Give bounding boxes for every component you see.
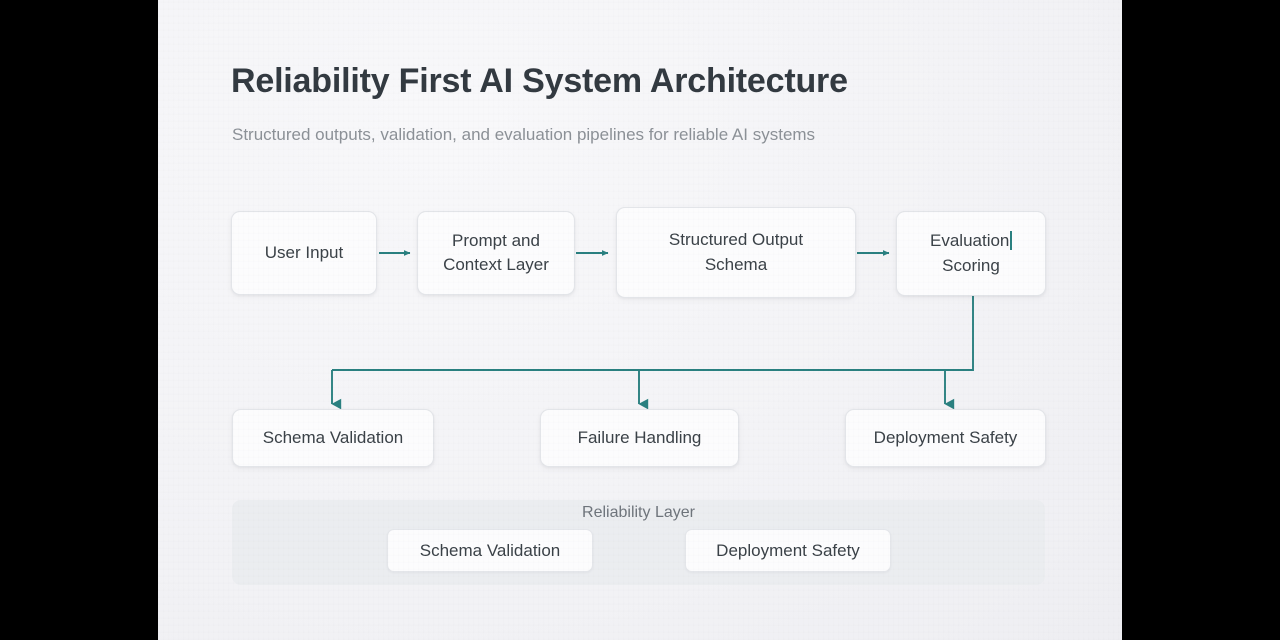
letterbox-left: [0, 0, 158, 640]
chip-schema-validation-label: Schema Validation: [419, 540, 561, 560]
node-prompt-context-label-line2: Context Layer: [443, 255, 549, 274]
node-deployment-safety-label: Deployment Safety: [873, 427, 1018, 447]
node-evaluation-scoring-label-line1: Evaluation: [930, 229, 1012, 253]
node-structured-output-label-line1: Structured Output: [668, 230, 804, 250]
chip-deployment-safety-label: Deployment Safety: [716, 540, 860, 560]
node-deployment-safety[interactable]: Deployment Safety: [845, 409, 1046, 467]
node-schema-validation[interactable]: Schema Validation: [232, 409, 434, 467]
reliability-layer-title: Reliability Layer: [582, 504, 695, 521]
letterbox-right: [1122, 0, 1280, 640]
node-failure-handling[interactable]: Failure Handling: [540, 409, 739, 467]
node-schema-validation-label: Schema Validation: [262, 427, 404, 447]
node-prompt-context-label-line1: Prompt and: [452, 230, 540, 250]
reliability-layer-panel: Reliability Layer Schema Validation Depl…: [232, 500, 1045, 585]
slide-title: Reliability First AI System Architecture: [231, 62, 848, 100]
node-user-input[interactable]: User Input: [231, 211, 377, 295]
node-failure-handling-label: Failure Handling: [577, 427, 702, 447]
node-structured-output-schema[interactable]: Structured Output Schema: [616, 207, 856, 298]
node-evaluation-scoring-label-line2: Scoring: [942, 255, 1000, 275]
text-cursor-icon: [1010, 231, 1012, 251]
node-prompt-context[interactable]: Prompt and Context Layer: [417, 211, 575, 295]
chip-deployment-safety[interactable]: Deployment Safety: [685, 529, 891, 572]
node-evaluation-scoring[interactable]: Evaluation Scoring: [896, 211, 1046, 296]
node-user-input-label: User Input: [264, 242, 344, 262]
connector-layer: [331, 249, 974, 410]
slide-subtitle: Structured outputs, validation, and eval…: [232, 125, 816, 144]
bus-evaluation-to-branches: [332, 296, 974, 371]
diagram-canvas: Reliability First AI System Architecture…: [158, 0, 1122, 640]
node-structured-output-label-line2: Schema: [704, 254, 768, 274]
chip-schema-validation[interactable]: Schema Validation: [387, 529, 593, 572]
